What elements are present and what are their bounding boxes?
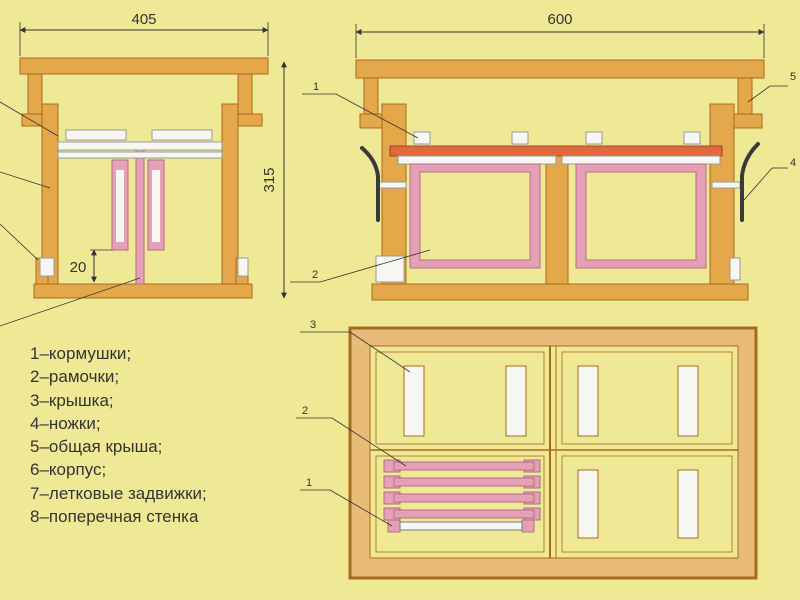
front-roof-post-left: [27, 73, 43, 115]
slot-gap-dimension: 20: [70, 249, 112, 283]
side-entrance-right: [729, 257, 741, 281]
plan-cell-top-left: [375, 351, 545, 445]
plan-slot-2: [505, 365, 527, 437]
callout-plan-feeder: 1: [306, 477, 312, 489]
plan-view: [348, 326, 758, 580]
front-width-label: 405: [131, 11, 156, 28]
plan-cell-bottom-right: [561, 455, 733, 553]
legend-item: 1–кормушки;: [30, 344, 132, 363]
callout-side-roof: 1: [313, 81, 319, 93]
front-entrance-left: [39, 257, 55, 277]
side-frame-topbar-left: [397, 155, 557, 165]
front-bottom: [33, 283, 253, 299]
side-feeder-1: [413, 131, 431, 145]
side-handles: [360, 142, 760, 222]
front-view: [19, 57, 269, 299]
front-feeder-right: [151, 129, 213, 141]
side-wall-right: [709, 103, 735, 285]
front-partition: [135, 141, 145, 285]
plan-slot-6: [677, 469, 699, 539]
slot-gap-label: 20: [70, 259, 87, 276]
front-lid-strip: [57, 141, 223, 151]
front-roof-post-right: [237, 73, 253, 115]
callout-side-top: 5: [790, 71, 796, 83]
side-feeder-3: [585, 131, 603, 145]
side-bottom: [371, 283, 749, 301]
legend-item: 2–рамочки;: [30, 367, 120, 387]
side-rail-right: [711, 181, 741, 189]
front-frame-left-inner: [116, 170, 124, 242]
plan-cell-bottom-left: [375, 455, 545, 553]
plan-feeder-ends-right: [521, 519, 535, 533]
legend-item: 4–ножки;: [30, 413, 101, 433]
front-roof: [19, 57, 269, 75]
legend: 1–кормушки; 2–рамочки; 3–крышка; 4–ножки…: [30, 342, 207, 528]
side-width-label: 600: [547, 11, 572, 28]
side-view: [355, 59, 765, 301]
side-width-dimension: 600: [355, 11, 765, 58]
front-ledge-left: [21, 113, 45, 127]
front-width-dimension: 405: [19, 11, 269, 56]
front-feeder-left: [65, 129, 127, 141]
front-entrance-right: [237, 257, 249, 277]
side-feeder-2: [511, 131, 529, 145]
side-roof-post-left: [363, 77, 379, 115]
side-ledge-right: [729, 113, 763, 129]
side-roof: [355, 59, 765, 79]
side-wall-left: [381, 103, 407, 285]
front-lid-strip-2: [57, 151, 223, 159]
plan-feeder: [399, 521, 523, 531]
callout-side-frame: 2: [312, 269, 318, 281]
legend-item: 5–общая крыша;: [30, 437, 163, 457]
side-lid: [389, 145, 723, 157]
callout-plan-lid: 3: [310, 319, 316, 331]
side-frame-right-inner: [585, 171, 697, 261]
side-rail-left: [377, 181, 407, 189]
front-leaders: [0, 101, 141, 327]
legend-item: 7–летковые задвижки;: [30, 483, 207, 503]
legend-item: 8–поперечная стенка: [30, 507, 199, 527]
callout-side-leg: 4: [790, 157, 796, 169]
callout-plan-frames: 2: [302, 405, 308, 417]
side-roof-post-right: [737, 77, 753, 115]
front-wall-right: [221, 103, 239, 285]
plan-slot-5: [577, 469, 599, 539]
side-handle-left: [360, 146, 380, 222]
plan-slot-4: [677, 365, 699, 437]
side-partition: [545, 155, 569, 285]
legend-item: 6–корпус;: [30, 460, 107, 480]
side-feeder-4: [683, 131, 701, 145]
side-handle-right: [740, 142, 760, 222]
plan-feeder-ends-left: [387, 519, 401, 533]
plan-slot-3: [577, 365, 599, 437]
side-callouts: [290, 85, 788, 283]
front-frame-right-inner: [152, 170, 160, 242]
side-frame-topbar-right: [561, 155, 721, 165]
height-label: 315: [261, 167, 278, 192]
legend-item: 3–крышка;: [30, 390, 114, 410]
side-entrance-left: [375, 255, 405, 283]
plan-slot-1: [403, 365, 425, 437]
plan-cell-top-right: [561, 351, 733, 445]
plan-callouts: [296, 331, 411, 527]
height-dimension: 315: [261, 61, 287, 299]
front-ledge-right: [237, 113, 263, 127]
side-frame-left-inner: [419, 171, 531, 261]
